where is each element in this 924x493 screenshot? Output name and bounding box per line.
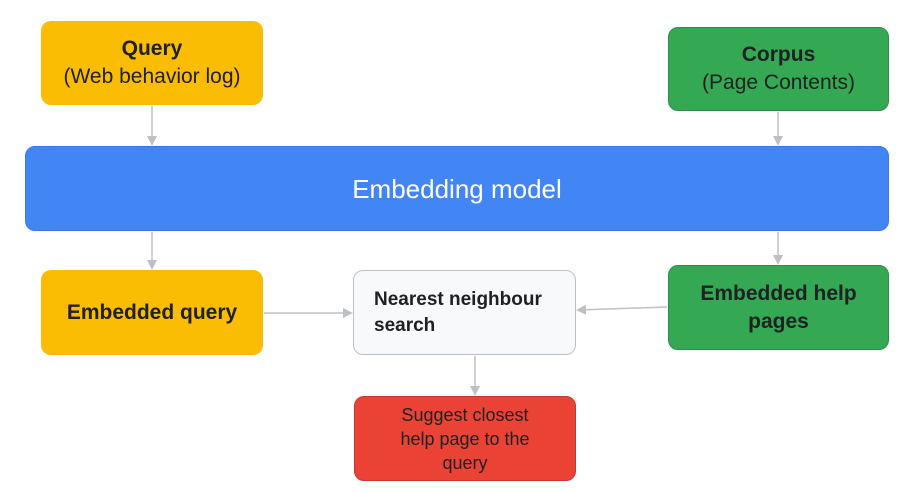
suggest-line2: help page to the bbox=[400, 428, 530, 449]
query-node: Query (Web behavior log) bbox=[41, 21, 263, 105]
embedding-model-label: Embedding model bbox=[352, 173, 562, 204]
embedded-help-pages-line2: pages bbox=[748, 309, 809, 333]
embedded-query-label: Embedded query bbox=[66, 300, 238, 324]
query-title: Query bbox=[121, 37, 183, 60]
corpus-subtitle: (Page Contents) bbox=[702, 71, 855, 94]
embedded-help-pages-line1: Embedded help bbox=[700, 281, 857, 305]
nearest-neighbour-node: Nearest neighbour search bbox=[353, 270, 576, 355]
corpus-node: Corpus (Page Contents) bbox=[668, 27, 889, 111]
embedded-help-pages-node: Embedded help pages bbox=[668, 265, 889, 350]
embedding-model-node: Embedding model bbox=[25, 146, 889, 231]
nearest-neighbour-line2: search bbox=[374, 314, 436, 336]
nearest-neighbour-line1: Nearest neighbour bbox=[374, 288, 542, 310]
suggest-line3: query bbox=[442, 452, 488, 473]
suggest-node: Suggest closest help page to the query bbox=[354, 396, 576, 481]
corpus-title: Corpus bbox=[741, 43, 816, 66]
suggest-line1: Suggest closest bbox=[401, 404, 529, 425]
arrow-help-pages-to-nn bbox=[576, 304, 668, 315]
embedded-query-node: Embedded query bbox=[41, 270, 263, 355]
query-subtitle: (Web behavior log) bbox=[63, 65, 241, 88]
